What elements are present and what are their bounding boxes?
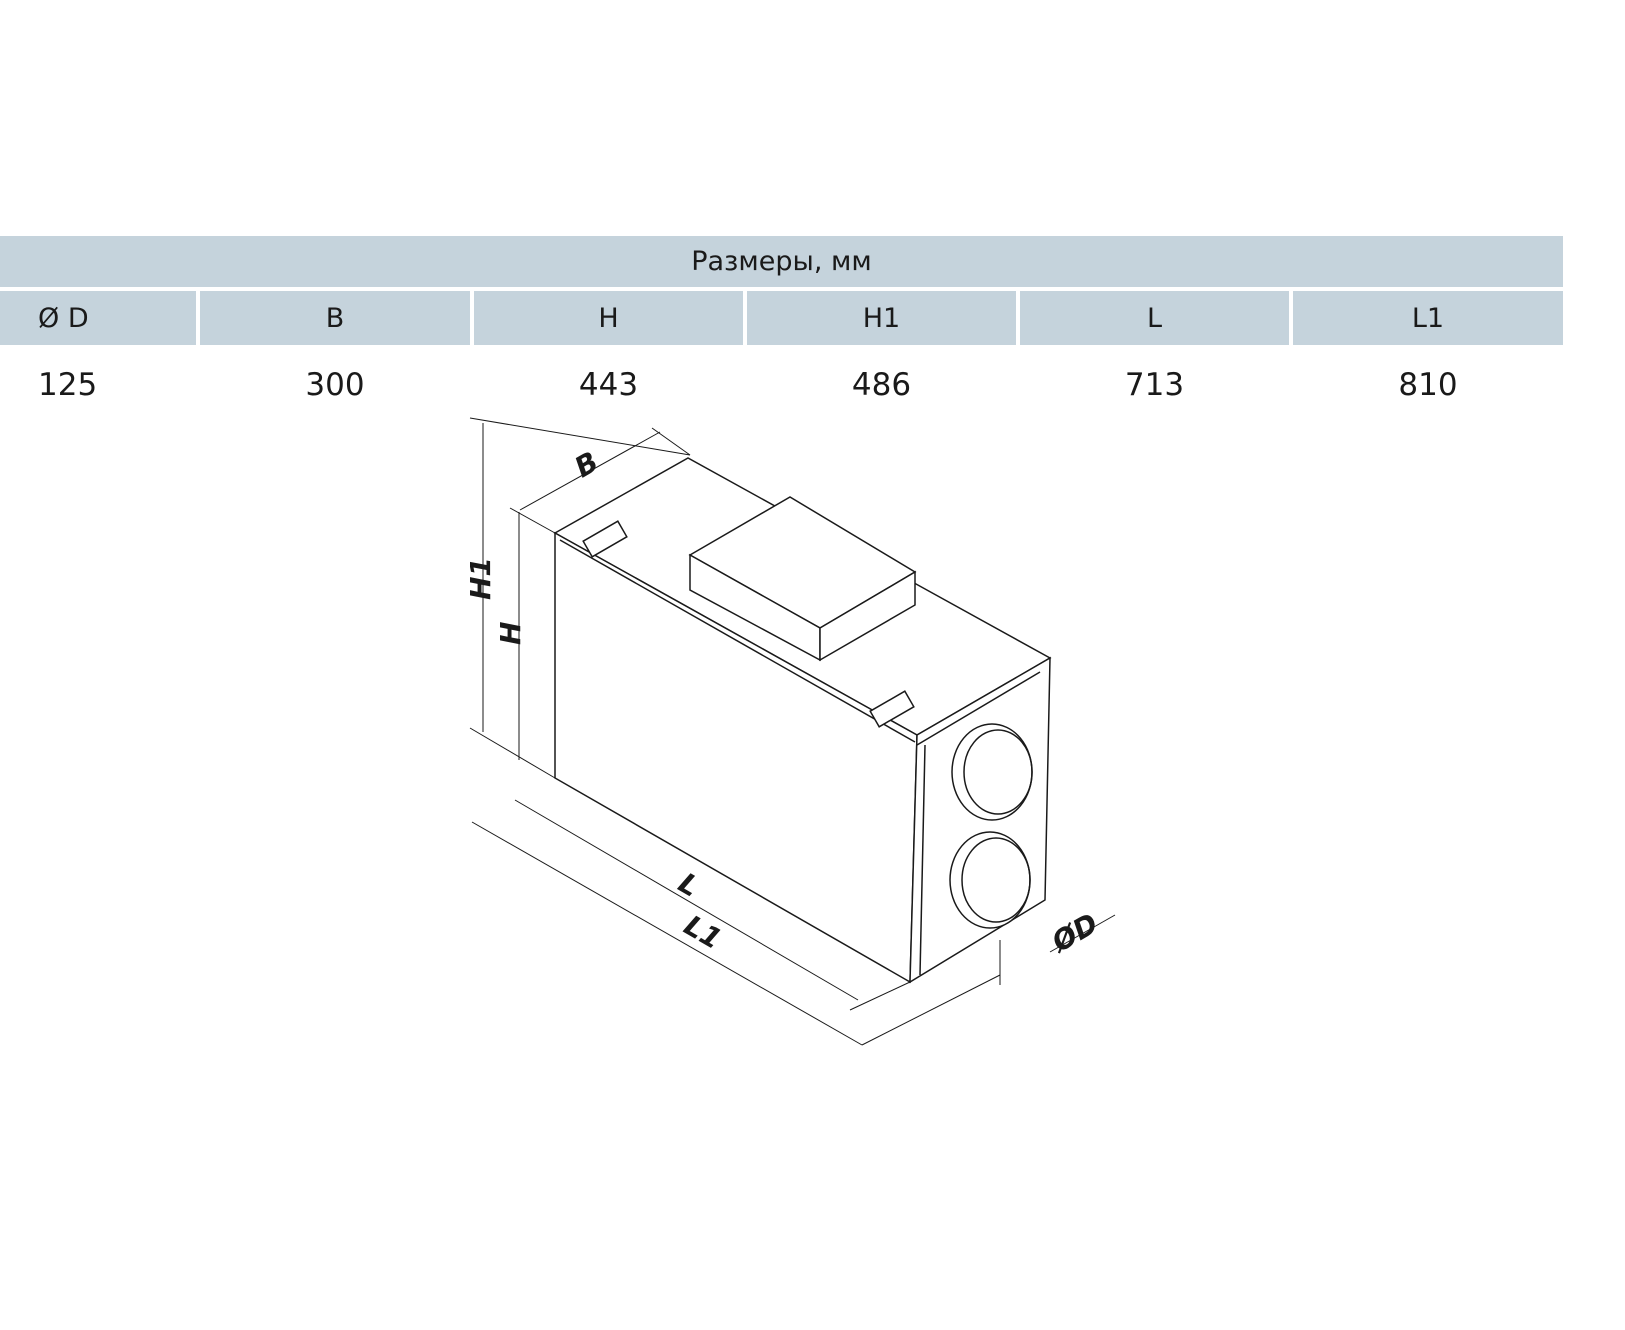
table-title: Размеры, мм: [0, 236, 1563, 287]
value-d: 125: [38, 367, 98, 403]
header-h1: H1: [747, 291, 1016, 345]
value-h1: 486: [851, 367, 912, 403]
dimension-lines: [469, 417, 1116, 1046]
label-l: L: [673, 866, 705, 904]
duct-port-top: [951, 723, 1033, 821]
header-h: H: [474, 291, 743, 345]
value-l: 713: [1124, 367, 1185, 403]
header-l1: L1: [1293, 291, 1563, 345]
label-h: H: [494, 622, 527, 645]
label-l1: L1: [679, 909, 728, 956]
header-l: L: [1020, 291, 1289, 345]
control-box: [688, 496, 917, 662]
latch-icon: [582, 520, 915, 728]
label-d: ØD: [1045, 907, 1104, 960]
header-d: Ø D: [0, 291, 196, 345]
label-b: B: [569, 445, 604, 484]
value-h: 443: [578, 367, 639, 403]
duct-port-bottom: [949, 831, 1031, 929]
label-h1: H1: [464, 557, 497, 600]
value-l1: 810: [1398, 367, 1458, 403]
value-b: 300: [305, 367, 365, 403]
header-b: B: [200, 291, 470, 345]
